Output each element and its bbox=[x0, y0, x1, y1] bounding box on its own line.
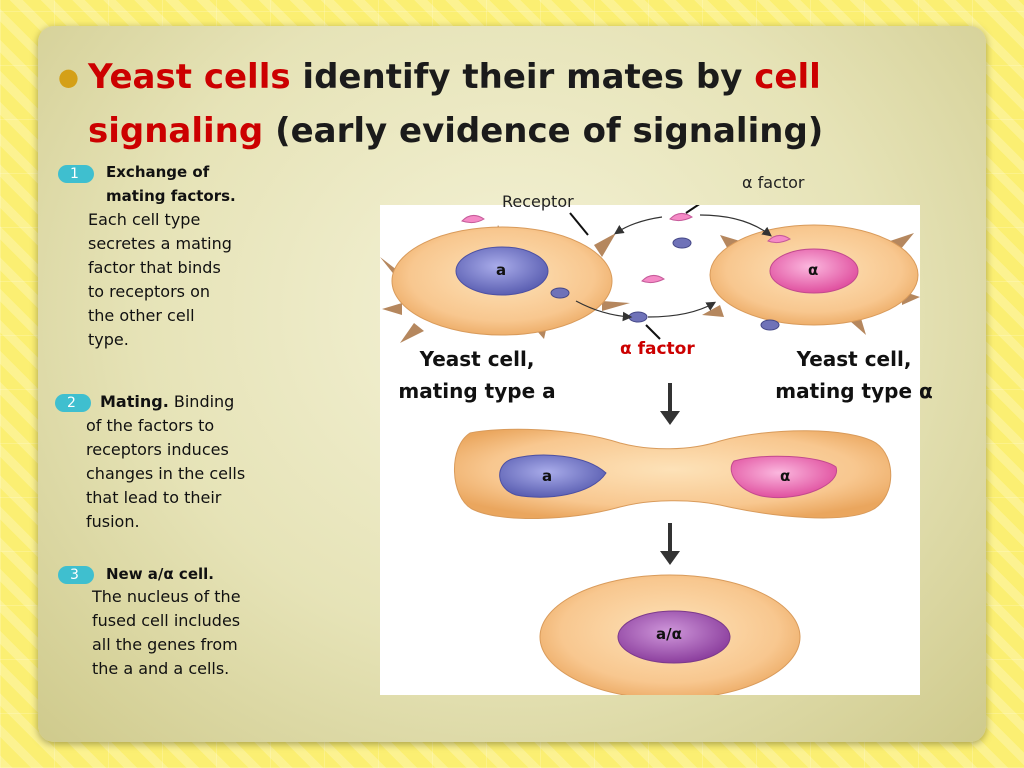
title-highlight-yeast-cells: Yeast cells bbox=[88, 57, 291, 97]
leader-alpha-factor bbox=[685, 196, 711, 214]
yeast-mating-diagram bbox=[380, 196, 920, 700]
new-a-alpha-nucleus bbox=[617, 610, 731, 664]
new-nucleus-label: a/α bbox=[656, 625, 682, 643]
alpha-factor-label: α factor bbox=[742, 173, 805, 192]
a-factor-label: α factor bbox=[620, 339, 695, 359]
figure-panel: a α a α a/α α factor Yeast cell, mating … bbox=[380, 196, 933, 700]
step-1-badge: 1 bbox=[58, 165, 94, 183]
step-1-heading: Exchange of mating factors. bbox=[106, 163, 236, 205]
title-text-2: (early evidence of signaling) bbox=[263, 111, 824, 151]
bullet-icon: ● bbox=[58, 63, 79, 91]
title-text-1: identify their mates by bbox=[290, 57, 755, 97]
arrow-alpha-released bbox=[699, 214, 772, 237]
leader-receptor bbox=[569, 212, 589, 236]
down-arrow-1 bbox=[660, 383, 680, 425]
arrow-a-to-alpha bbox=[647, 301, 717, 318]
step-3-body: The nucleus of the fused cell includes a… bbox=[92, 587, 241, 678]
title-highlight-cell: cell bbox=[754, 57, 821, 97]
fused-nucleus-a-label: a bbox=[542, 467, 553, 485]
receptor-label: Receptor bbox=[502, 192, 574, 211]
nucleus-alpha-label: α bbox=[808, 261, 819, 279]
nucleus-alpha bbox=[769, 248, 859, 294]
nucleus-a bbox=[455, 246, 549, 296]
cell-a-caption: Yeast cell, mating type a bbox=[398, 347, 556, 403]
step-3-badge: 3 bbox=[58, 566, 94, 584]
step-1-body: Each cell type secretes a mating factor … bbox=[88, 210, 232, 349]
slide-title: ● Yeast cells identify their mates by ce… bbox=[58, 50, 968, 158]
title-highlight-signaling: signaling bbox=[88, 111, 264, 151]
leader-a-factor bbox=[645, 324, 661, 340]
step-2-badge: 2 bbox=[55, 394, 91, 412]
cell-alpha-caption: Yeast cell, mating type α bbox=[775, 347, 933, 403]
fused-nucleus-alpha bbox=[730, 455, 837, 499]
down-arrow-2 bbox=[660, 523, 680, 565]
step-3-heading: New a/α cell. bbox=[106, 565, 214, 583]
fused-nucleus-a bbox=[499, 454, 607, 498]
slide: ● Yeast cells identify their mates by ce… bbox=[38, 26, 986, 742]
fused-nucleus-alpha-label: α bbox=[780, 467, 791, 485]
nucleus-a-label: a bbox=[496, 261, 507, 279]
arrow-a-released bbox=[575, 300, 633, 322]
alpha-factor-molecules bbox=[461, 213, 791, 284]
step-2-text: Mating. Binding of the factors to recept… bbox=[86, 392, 246, 531]
arrow-alpha-to-a bbox=[614, 216, 663, 235]
